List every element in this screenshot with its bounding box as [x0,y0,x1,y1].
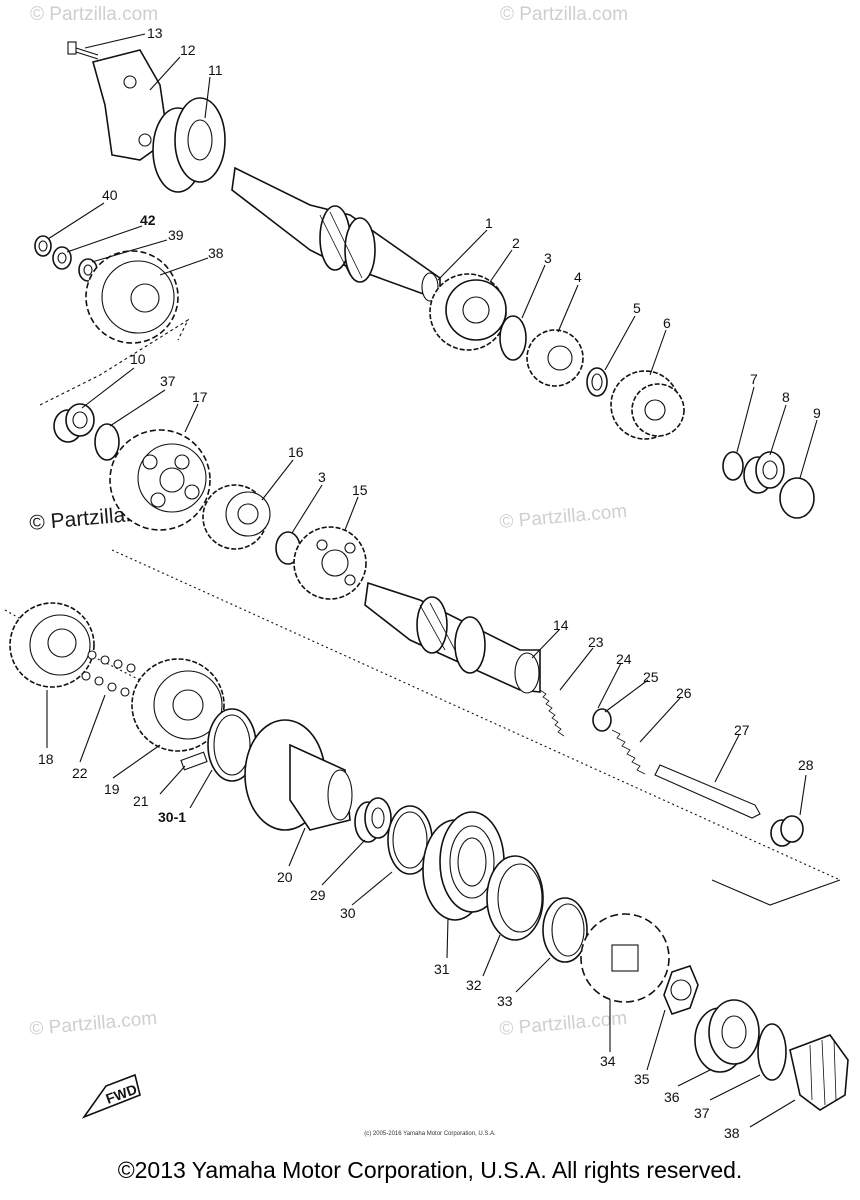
primary-drive-20 [244,719,353,831]
holder-38 [789,1034,849,1111]
watermark: © Partzilla.com [29,1008,158,1040]
callout-17: 17 [192,389,208,405]
bearing-31 [422,811,505,921]
watermark: © Partzilla.com [499,1008,628,1040]
oil-seal-9 [779,477,815,519]
sprocket-34 [580,913,670,1003]
gear-16 [202,484,271,550]
seal-32 [486,855,544,941]
callout-43: 42 [140,212,156,228]
washer-43 [52,246,72,270]
callout-24: 24 [616,651,632,667]
callout-29: 29 [310,887,326,903]
washer-39 [94,423,120,461]
callout-5: 5 [633,300,641,316]
callout-8: 8 [782,389,790,405]
callout-31: 31 [434,961,450,977]
callout-35: 35 [634,1071,650,1087]
gear-19 [131,658,225,752]
callout-12: 12 [180,42,196,58]
gear-2 [429,273,507,351]
washer-5 [586,367,608,397]
callout-19: 19 [104,781,120,797]
balls-22 [81,650,136,697]
washer-30 [387,805,433,875]
gear-18 [9,602,95,688]
gear-6 [610,370,685,440]
watermark: © Partzilla.com [499,501,628,533]
gear-4 [526,329,584,387]
callout-22: 22 [72,765,88,781]
washer-42 [34,235,52,257]
bearing-11 [152,97,226,193]
collar-33 [542,897,588,963]
leader-lines [46,33,818,1128]
watermark: © Partzilla.com [500,4,628,25]
callout-30-1: 30-1 [158,809,186,825]
callout-13: 13 [147,25,163,41]
circlip-37 [757,1023,787,1081]
bolt-13 [67,41,99,60]
callout-37: 37 [694,1105,710,1121]
callout-41: 39 [168,227,184,243]
callout-10: 10 [130,351,146,367]
callout-26: 26 [676,685,692,701]
circlip-7 [722,451,744,481]
shim-30-1 [207,708,257,782]
spring-23 [539,689,565,737]
callout-27: 27 [734,722,750,738]
callout-3: 3 [544,250,552,266]
callout-4: 4 [574,269,582,285]
drive-axle-14 [364,581,541,694]
main-axle-1 [231,166,441,302]
spring-26 [611,729,646,775]
bearing-plate-12 [92,49,169,161]
fwd-arrow: FWD [81,1073,141,1119]
callout-1: 1 [485,215,493,231]
bearing-29 [354,797,392,843]
callout-3b: 3 [318,469,326,485]
callout-23: 23 [588,634,604,650]
callout-33: 33 [497,993,513,1009]
small-copyright: (c) 2005-2016 Yamaha Motor Corporation, … [364,1131,496,1137]
callout-6: 6 [663,315,671,331]
bearing-8 [743,451,785,494]
circlip-3a [499,315,527,361]
lock-washer-35 [663,965,699,1015]
callout-28: 28 [798,757,814,773]
watermark: © Partzilla.com [30,4,158,25]
ball-24 [592,708,612,732]
callout-25: 25 [643,669,659,685]
callout-7: 7 [750,371,758,387]
callout-34: 34 [600,1053,616,1069]
callout-21: 21 [133,793,149,809]
callout-9: 9 [813,405,821,421]
callouts: 13 12 11 40 42 39 38 1 2 3 4 5 6 7 8 9 1… [38,25,821,1141]
callout-30: 30 [340,905,356,921]
callout-2: 2 [512,235,520,251]
gear-15 [293,526,367,600]
pin-21 [180,751,208,771]
nut-36 [694,999,760,1073]
callout-18: 18 [38,751,54,767]
callout-16: 16 [288,444,304,460]
callout-36: 36 [664,1089,680,1105]
copyright-footer: ©2013 Yamaha Motor Corporation, U.S.A. A… [117,1157,743,1183]
gear-40 [85,250,179,344]
callout-20: 20 [277,869,293,885]
callout-32: 32 [466,977,482,993]
callout-15: 15 [352,482,368,498]
callout-38: 38 [724,1125,740,1141]
push-rod-27 [654,764,761,819]
callout-14: 14 [553,617,569,633]
callout-11: 11 [208,62,223,78]
gear-17 [109,429,211,531]
collar-28 [770,815,804,847]
bearing-10 [53,403,95,443]
callout-40: 38 [208,245,224,261]
callout-39: 37 [160,373,176,389]
callout-42: 40 [102,187,118,203]
